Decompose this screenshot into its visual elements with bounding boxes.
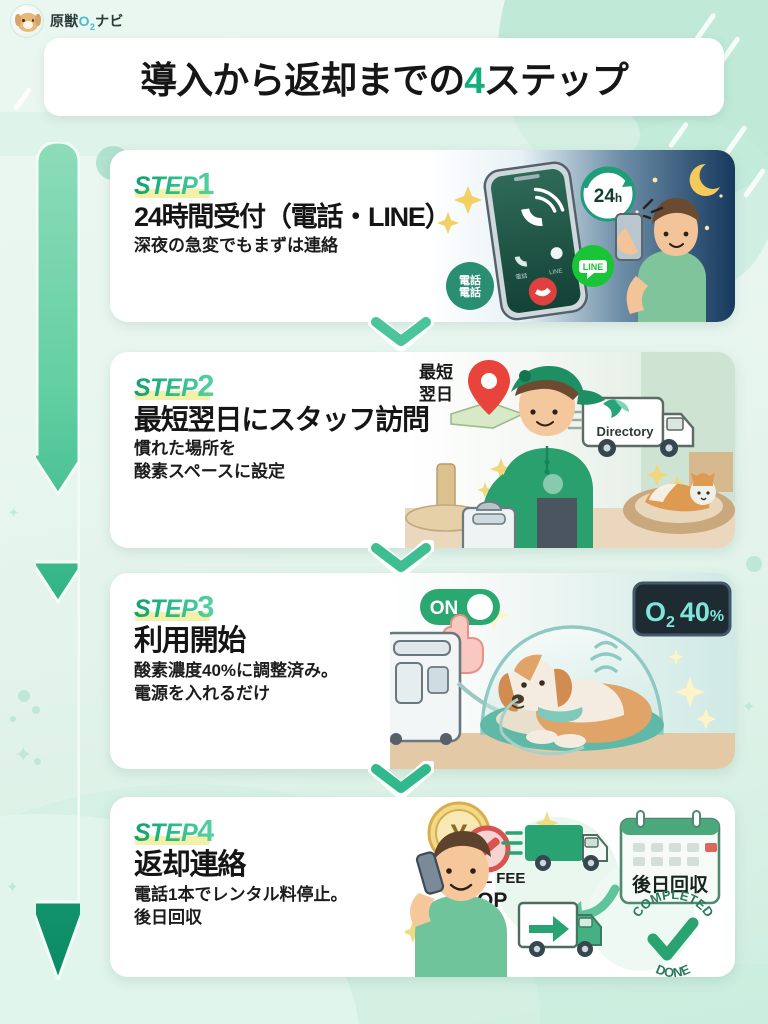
step-card-3[interactable]: ON O2 40% [110, 573, 735, 769]
page-title-card: 導入から返却までの4ステップ [44, 38, 724, 116]
step-card-4[interactable]: ¥ RENTAL FEE STOP [110, 797, 735, 977]
step-number-2: 2 [197, 368, 215, 403]
chevron-down-connector-2 [368, 540, 434, 578]
step-sub-4-line-1: 電話1本でレンタル料停止。 [134, 885, 348, 905]
phone-call-night-illustration: 電話 LINE 24h LINE 電話 電話 [430, 150, 735, 322]
stripe-decor [667, 121, 690, 149]
step-card-2[interactable]: 最短 翌日 Directory [110, 352, 735, 548]
step-word-3: STEP [134, 595, 198, 623]
sparkle-decor: ✦ [8, 505, 19, 520]
step-card-1-text: STEP1 24時間受付（電話・LINE） 深夜の急変でもまずは連絡 [134, 168, 452, 258]
stripe-decor [742, 167, 767, 199]
page-title-suffix: ステップ [483, 60, 629, 101]
step-card-3-text: STEP3 利用開始 酸素濃度40%に調整済み。 電源を入れるだけ [134, 591, 338, 705]
step-heading-1: 24時間受付（電話・LINE） [134, 202, 452, 232]
display-value: 40% [680, 597, 724, 627]
sparkle-decor: ✦ [742, 699, 756, 716]
truck-brand-label: Directory [596, 424, 654, 439]
oxygen-tent-illustration: ON O2 40% [390, 573, 735, 769]
page-title: 導入から返却までの4ステップ [140, 50, 629, 104]
chevron-down-connector-3 [368, 761, 434, 799]
chevron-down-connector-1 [368, 314, 434, 352]
sparkle-decor: ✦ [14, 742, 33, 767]
step-word-4: STEP [134, 819, 198, 847]
calendar-label: 後日回収 [632, 873, 709, 896]
page-title-prefix: 導入から返却までの [140, 60, 465, 101]
step-badge-2: STEP2 [134, 370, 214, 401]
step-badge-4: STEP4 [134, 815, 214, 846]
dot-decor [10, 716, 16, 722]
brand-name-o2: O [78, 12, 90, 29]
return-pickup-illustration: ¥ RENTAL FEE STOP [405, 797, 735, 977]
step-heading-4: 返却連絡 [134, 849, 246, 881]
dog-avatar-icon [10, 4, 44, 38]
brand-logo[interactable]: 原獣O2ナビ [10, 4, 124, 38]
step-word-2: STEP [134, 374, 198, 402]
step-number-1: 1 [197, 166, 215, 201]
sparkle-decor: ✦ [6, 879, 19, 896]
toggle-on-label: ON [430, 598, 459, 619]
step-heading-2: 最短翌日にスタッフ訪問 [134, 404, 430, 435]
step-number-3: 3 [197, 589, 215, 624]
step-number-4: 4 [197, 813, 215, 848]
flow-arrow-timeline [36, 142, 80, 980]
brand-name-o2-sub: 2 [89, 21, 96, 32]
step-badge-3: STEP3 [134, 591, 214, 622]
svg-text:電話: 電話 [515, 271, 528, 281]
step-badge-1: STEP1 [134, 168, 214, 199]
step-heading-3: 利用開始 [134, 625, 246, 657]
step-sub-1-line-1: 深夜の急変でもまずは連絡 [134, 236, 338, 256]
dot-decor [746, 556, 762, 572]
brand-name-tail: ナビ [95, 12, 124, 29]
step-sub-4-line-2: 後日回収 [134, 907, 202, 927]
svg-text:LINE: LINE [549, 269, 563, 277]
step-sub-2-line-1: 慣れた場所を [134, 439, 236, 459]
step-sub-2-line-2: 酸素スペースに設定 [134, 461, 285, 481]
staff-visit-illustration: 最短 翌日 Directory [405, 352, 735, 548]
svg-text:電話: 電話 [459, 285, 481, 299]
svg-text:電話: 電話 [459, 273, 481, 287]
brand-name: 原獣O2ナビ [50, 11, 124, 32]
dot-decor [18, 690, 30, 702]
svg-text:LINE: LINE [583, 262, 604, 272]
step-card-1[interactable]: 電話 LINE 24h LINE 電話 電話 [110, 150, 735, 322]
brand-name-main: 原獣 [50, 12, 79, 29]
step-word-1: STEP [134, 172, 198, 200]
page-title-accent: 4 [464, 60, 485, 101]
stripe-decor [12, 86, 33, 112]
step-card-4-text: STEP4 返却連絡 電話1本でレンタル料停止。 後日回収 [134, 815, 347, 929]
overlay-text-line1: 最短 [419, 362, 453, 382]
step-card-2-text: STEP2 最短翌日にスタッフ訪問 慣れた場所を 酸素スペースに設定 [134, 370, 430, 483]
step-sub-3-line-1: 酸素濃度40%に調整済み。 [134, 661, 339, 681]
overlay-text-line2: 翌日 [419, 385, 453, 404]
step-sub-3-line-2: 電源を入れるだけ [134, 683, 270, 703]
